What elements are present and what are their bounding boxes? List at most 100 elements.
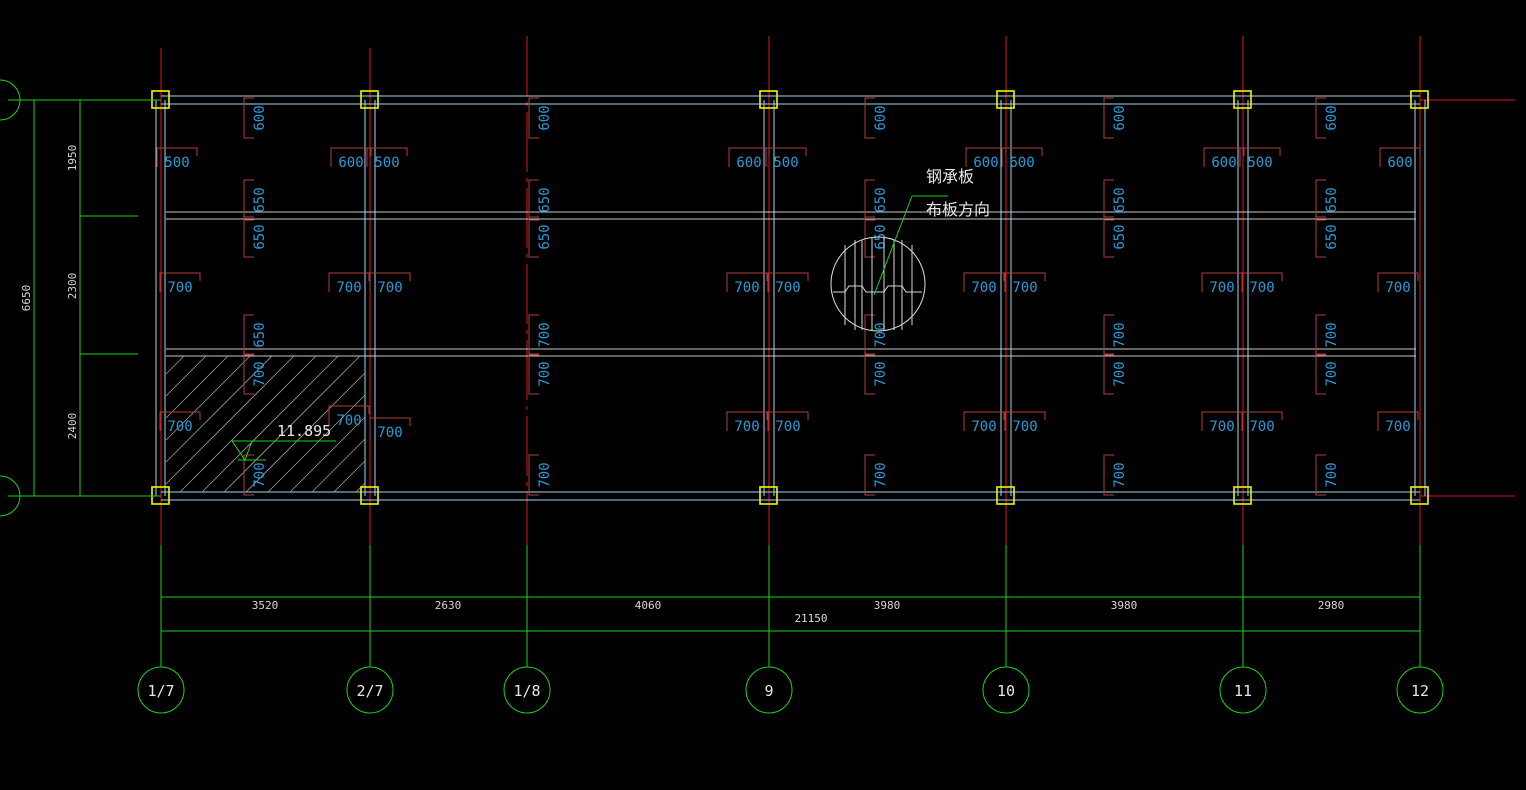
rebar-value: 700 (537, 361, 553, 386)
rebar-value: 650 (1324, 187, 1340, 212)
rebar-mark: 700 (1315, 314, 1340, 356)
rebar-mark: 700 (1103, 314, 1128, 356)
rebar-mark: 650 (243, 216, 268, 258)
bay-dim: 4060 (635, 599, 662, 612)
rebar-mark: 650 (1315, 179, 1340, 221)
rebar-value: 700 (734, 280, 759, 296)
rebar-mark: 700 (963, 411, 1005, 435)
rebar-value: 700 (775, 419, 800, 435)
rebar-mark: 600 (1379, 147, 1421, 171)
rebar-value: 700 (377, 425, 402, 441)
deck-label-line1: 钢承板 (926, 167, 974, 186)
deck-annotation: 钢承板 布板方向 (830, 167, 990, 332)
bay-dim: 2980 (1318, 599, 1345, 612)
rebar-value: 700 (1385, 419, 1410, 435)
rebar-value: 700 (252, 462, 268, 487)
column (1410, 486, 1429, 505)
axis-bubble[interactable]: 1/7 (137, 666, 185, 714)
column (996, 486, 1015, 505)
bay-dim: 3520 (252, 599, 279, 612)
rebar-value: 700 (1324, 322, 1340, 347)
rebar-value: 700 (1112, 322, 1128, 347)
axis-bubble[interactable]: 1/8 (503, 666, 551, 714)
rebar-mark: 700 (328, 272, 370, 296)
elevation-value: 11.895 (277, 422, 331, 440)
rebar-mark: 700 (1004, 411, 1046, 435)
deck-label-line2: 布板方向 (926, 200, 990, 219)
rebar-mark: 600 (243, 97, 268, 139)
axis-bubble[interactable]: 2/7 (346, 666, 394, 714)
rebar-value: 600 (537, 105, 553, 130)
rebar-value: 600 (973, 155, 998, 171)
rebar-mark: 700 (864, 353, 889, 395)
rebar-mark: 700 (1241, 272, 1283, 296)
axis-label: 11 (1234, 682, 1252, 700)
rebar-value: 700 (537, 462, 553, 487)
axis-label: 1/7 (147, 682, 174, 700)
rebar-value: 700 (971, 280, 996, 296)
rebar-mark: 700 (1004, 272, 1046, 296)
rebar-value: 650 (1112, 187, 1128, 212)
rebar-value: 600 (1324, 105, 1340, 130)
rebar-value: 650 (1324, 224, 1340, 249)
rebar-mark: 600 (864, 97, 889, 139)
rebar-mark: 700 (528, 454, 553, 496)
rebar-mark: 700 (159, 411, 201, 435)
axis-bubble[interactable]: 9 (745, 666, 793, 714)
rebar-value: 700 (1209, 280, 1234, 296)
rebar-mark: 700 (767, 411, 809, 435)
rebar-value: 700 (336, 413, 361, 429)
left-total-dim: 6650 (20, 285, 33, 312)
bay-dim: 3980 (874, 599, 901, 612)
rebar-mark: 700 (369, 417, 411, 441)
rebar-mark: 600 (528, 97, 553, 139)
rebar-value: 700 (734, 419, 759, 435)
rebar-mark: 600 (1001, 147, 1043, 171)
rebar-mark: 700 (1201, 272, 1243, 296)
rebar-mark: 700 (1201, 411, 1243, 435)
rebar-value: 600 (252, 105, 268, 130)
secondary-beams (166, 211, 1416, 357)
rebar-mark: 700 (864, 454, 889, 496)
axis-bubble[interactable]: 10 (982, 666, 1030, 714)
rebar-value: 500 (164, 155, 189, 171)
left-seg-dim: 1950 (66, 145, 79, 172)
rebar-value: 700 (1112, 462, 1128, 487)
rebar-mark: 700 (528, 314, 553, 356)
rebar-value: 700 (873, 322, 889, 347)
rebar-mark: 650 (243, 314, 268, 356)
axis-bubble[interactable]: 11 (1219, 666, 1267, 714)
column (759, 90, 778, 109)
rebar-mark: 700 (1315, 353, 1340, 395)
axis-bubbles: 1/7 2/7 1/8 9 10 11 12 (137, 666, 1444, 714)
axis-bubble[interactable]: 12 (1396, 666, 1444, 714)
rebar-value: 500 (1247, 155, 1272, 171)
rebar-value: 700 (1324, 361, 1340, 386)
rebar-value: 700 (1385, 280, 1410, 296)
axis-label: 10 (997, 682, 1015, 700)
rebar-value: 700 (167, 280, 192, 296)
main-beams (161, 95, 1420, 501)
column (360, 90, 379, 109)
axis-label: 9 (764, 682, 773, 700)
rebar-mark: 700 (963, 272, 1005, 296)
rebar-value: 650 (537, 224, 553, 249)
rebar-mark: 650 (1315, 216, 1340, 258)
rebar-mark: 700 (369, 272, 411, 296)
rebar-value: 700 (873, 361, 889, 386)
rebar-mark: 600 (1203, 147, 1245, 171)
rebar-value: 650 (873, 187, 889, 212)
rebar-value: 600 (873, 105, 889, 130)
rebar-value: 700 (1112, 361, 1128, 386)
axis-label: 2/7 (356, 682, 383, 700)
rebar-value: 700 (1249, 419, 1274, 435)
rebar-value: 700 (167, 419, 192, 435)
rebar-value: 700 (1012, 419, 1037, 435)
bottom-dimensions: 3520 2630 4060 3980 3980 2980 21150 (160, 545, 1421, 667)
rebar-mark: 650 (528, 179, 553, 221)
vertical-beams (155, 100, 1426, 496)
axis-label: 1/8 (513, 682, 540, 700)
rebar-mark: 700 (1377, 272, 1419, 296)
